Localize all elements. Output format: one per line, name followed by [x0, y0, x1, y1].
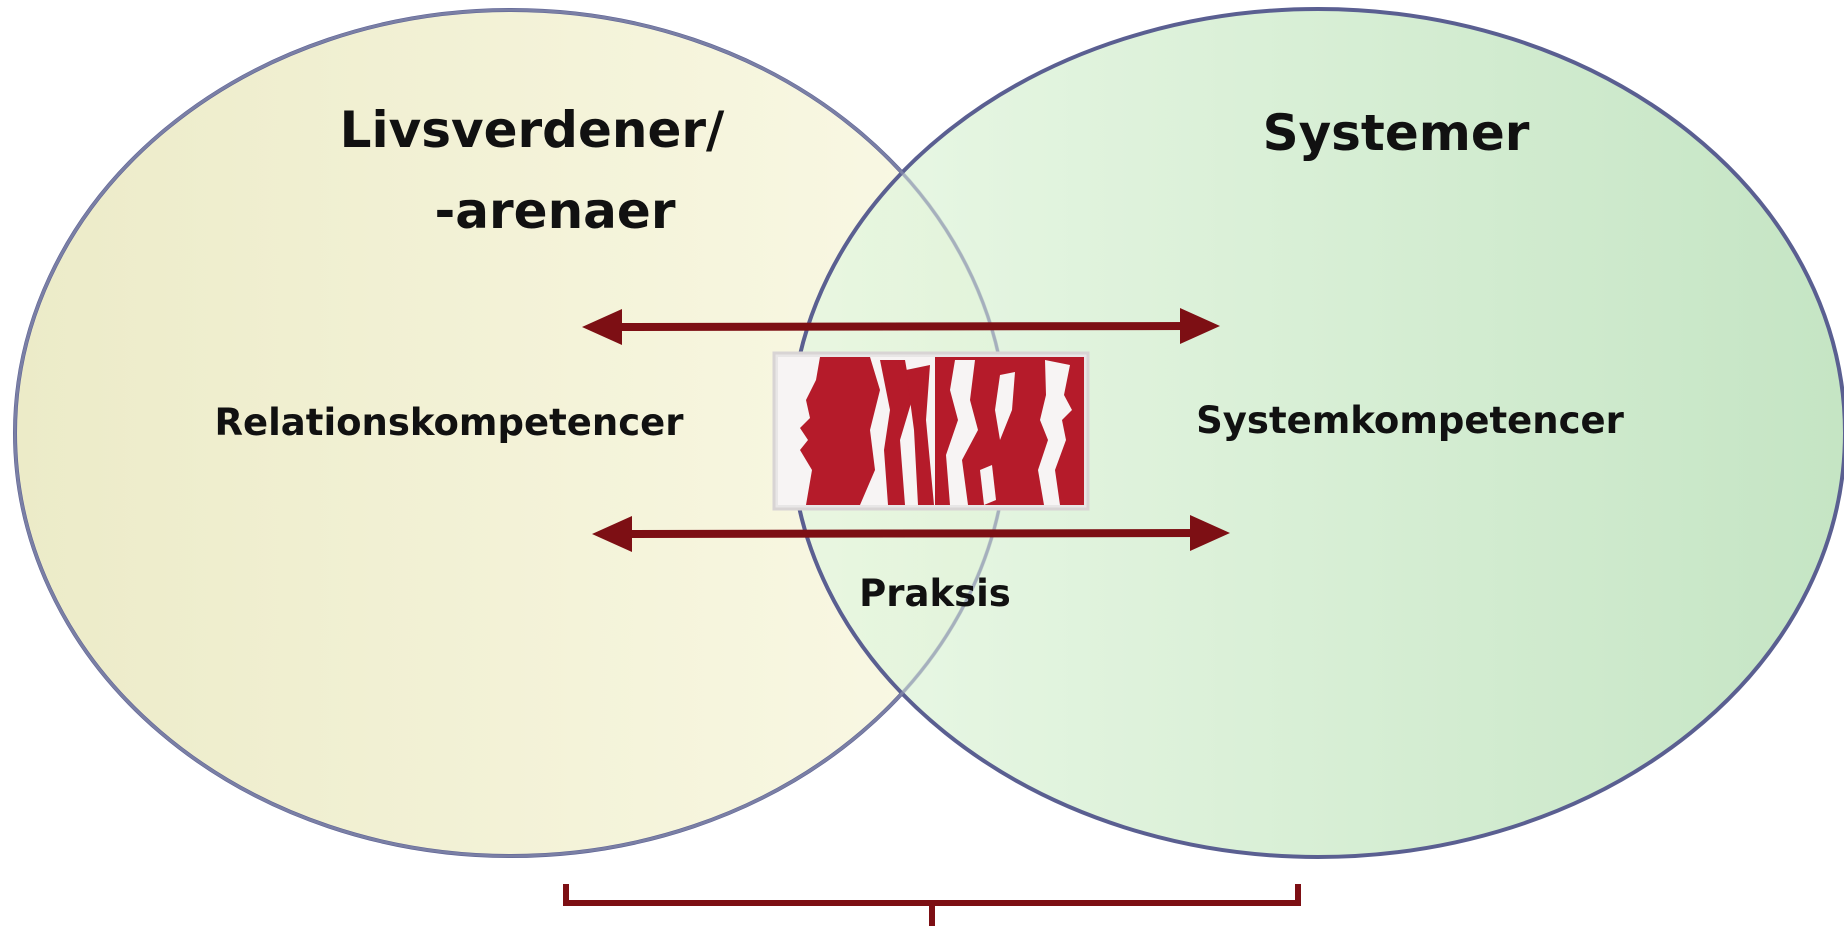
- bottom-brace: [563, 884, 1301, 926]
- left-competence-label: Relationskompetencer: [215, 401, 685, 444]
- right-competence-label: Systemkompetencer: [1196, 399, 1624, 442]
- two-faces-silhouette-image: [772, 351, 1090, 511]
- overlap-label: Praksis: [859, 572, 1011, 615]
- lower-double-arrow: [592, 515, 1230, 552]
- upper-double-arrow: [582, 308, 1220, 345]
- left-title-line2: -arenaer: [435, 182, 676, 240]
- left-title-line1: Livsverdener/: [340, 101, 725, 159]
- right-title: Systemer: [1263, 104, 1530, 162]
